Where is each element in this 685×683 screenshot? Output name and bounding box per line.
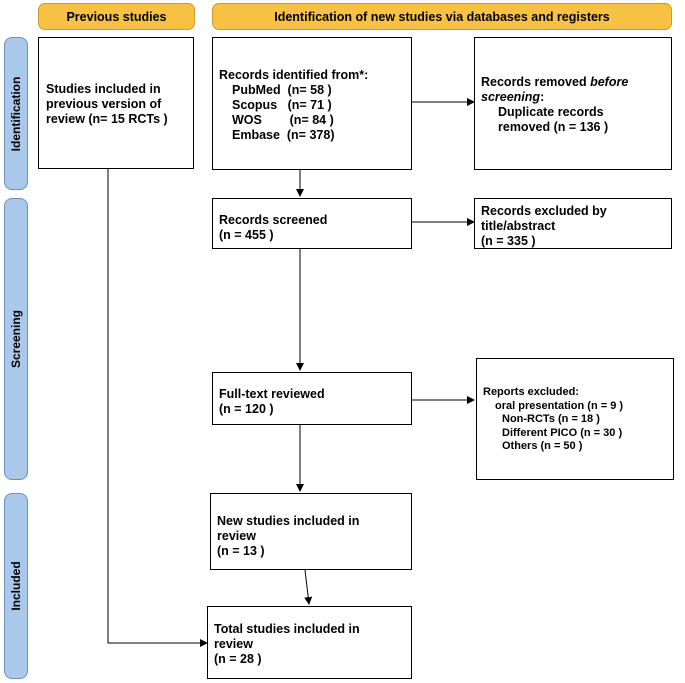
fulltext-line-1: Full-text reviewed: [219, 387, 325, 401]
new-included-line-3: (n = 13 ): [217, 544, 265, 558]
stage-identification: Identification: [4, 37, 28, 190]
records-excluded-box: Records excluded by title/abstract (n = …: [474, 198, 672, 249]
fulltext-line-2: (n = 120 ): [219, 402, 274, 416]
reports-excluded-item-3: Different PICO (n = 30 ): [502, 426, 623, 439]
screened-line-1: Records screened: [219, 213, 328, 227]
records-removed-title-suffix: :: [540, 90, 545, 104]
previous-line-1: Studies included in: [46, 82, 161, 96]
records-identified-box: Records identified from*: PubMed (n= 58 …: [212, 37, 412, 170]
reports-excluded-box: Reports excluded: oral presentation (n =…: [476, 358, 674, 480]
records-removed-title-italic: before screening: [481, 75, 629, 104]
total-included-line-1: Total studies included in: [214, 622, 360, 636]
source-pubmed: PubMed (n= 58 ): [232, 83, 332, 97]
header-previous-studies: Previous studies: [38, 3, 195, 30]
records-removed-line-1: Duplicate records: [498, 105, 604, 119]
previous-line-3: review (n= 15 RCTs ): [46, 112, 168, 126]
arrow-new-to-total: [304, 569, 313, 605]
excluded-line-1: Records excluded by: [481, 204, 607, 218]
records-removed-line-2: removed (n = 136 ): [498, 120, 609, 134]
header-new-studies-label: Identification of new studies via databa…: [274, 9, 610, 24]
records-identified-title: Records identified from*:: [219, 68, 369, 82]
previous-studies-box: Studies included in previous version of …: [38, 37, 194, 169]
reports-excluded-item-1: oral presentation (n = 9 ): [495, 399, 624, 412]
records-removed-box: Records removed before screening: Duplic…: [474, 37, 672, 170]
new-included-line-2: review: [217, 529, 256, 543]
source-embase: Embase (n= 378): [232, 128, 335, 142]
header-previous-studies-label: Previous studies: [66, 9, 167, 24]
stage-included: Included: [4, 493, 28, 679]
records-removed-title: Records removed before screening:: [481, 75, 671, 105]
source-wos: WOS (n= 84 ): [232, 113, 334, 127]
fulltext-reviewed-box: Full-text reviewed (n = 120 ): [212, 372, 412, 425]
stage-screening: Screening: [4, 198, 28, 480]
screened-line-2: (n = 455 ): [219, 228, 274, 242]
arrow-previous-to-total: [107, 169, 208, 647]
previous-line-2: previous version of: [46, 97, 162, 111]
excluded-line-3: (n = 335 ): [481, 234, 536, 248]
header-new-studies: Identification of new studies via databa…: [212, 3, 672, 30]
reports-excluded-item-2: Non-RCTs (n = 18 ): [502, 413, 600, 425]
total-included-line-2: review: [214, 637, 253, 651]
total-studies-included-box: Total studies included in review (n = 28…: [207, 606, 412, 679]
total-included-line-3: (n = 28 ): [214, 652, 262, 666]
source-scopus: Scopus (n= 71 ): [232, 98, 332, 112]
new-included-line-1: New studies included in: [217, 514, 360, 528]
excluded-line-2: title/abstract: [481, 219, 556, 233]
reports-excluded-item-4: Others (n = 50 ): [502, 440, 583, 452]
records-removed-title-prefix: Records removed: [481, 75, 591, 89]
reports-excluded-title: Reports excluded:: [483, 386, 579, 398]
records-screened-box: Records screened (n = 455 ): [212, 198, 412, 249]
new-studies-included-box: New studies included in review (n = 13 ): [210, 493, 412, 570]
